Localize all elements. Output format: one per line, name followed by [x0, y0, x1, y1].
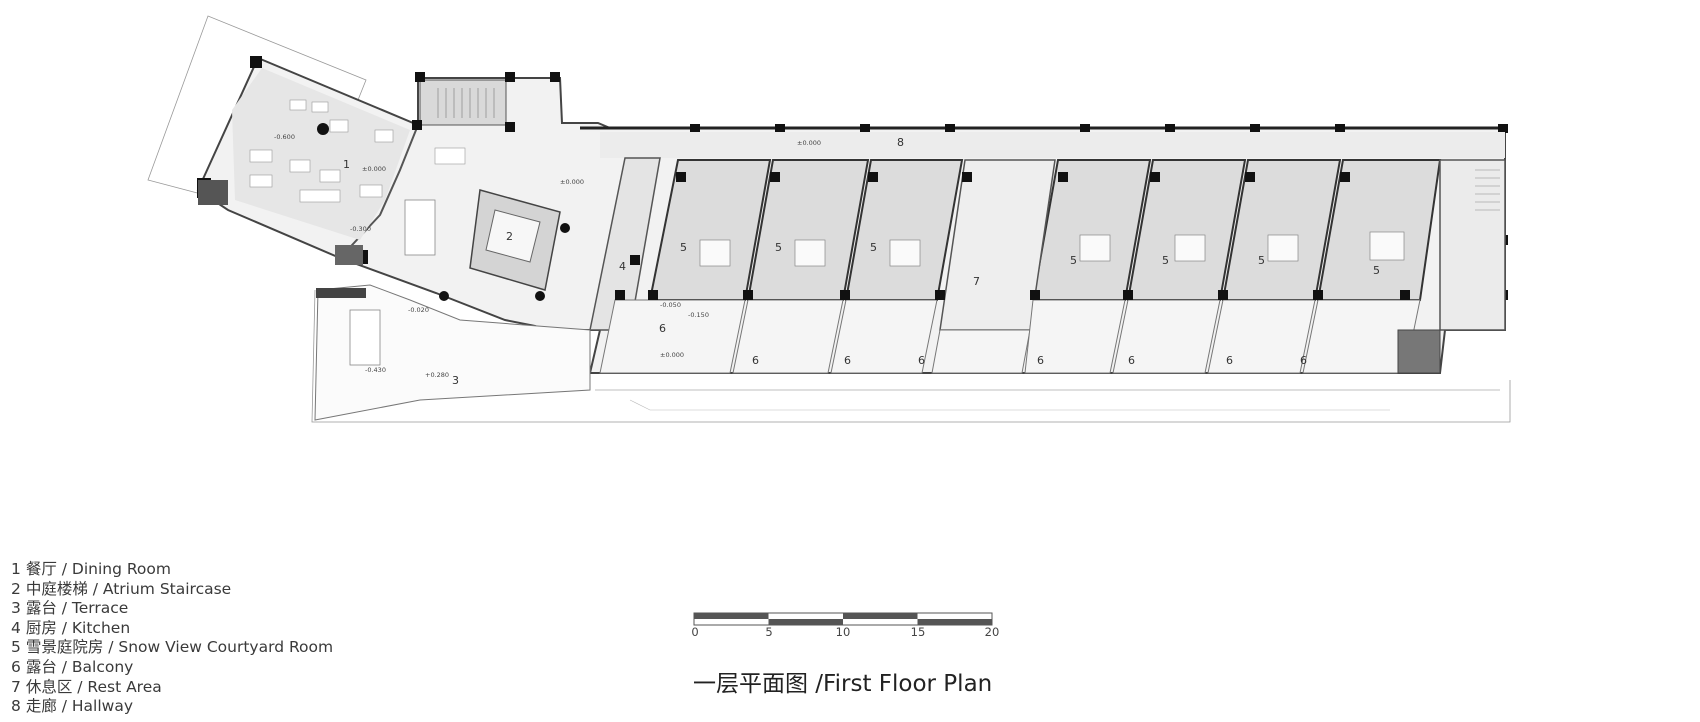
scale-bar: 0 5 10 15 20	[691, 611, 999, 641]
terrace	[314, 284, 591, 421]
stair-block	[419, 79, 507, 126]
balcony-4	[931, 329, 1031, 374]
room-tag-5d: 5	[1070, 254, 1077, 267]
central-table	[404, 199, 436, 256]
room-tag-6f: 6	[1128, 354, 1135, 367]
scale-tick-0: 0	[691, 625, 699, 639]
room-tag-6h: 6	[1300, 354, 1307, 367]
legend-item-7: 7 休息区 / Rest Area	[11, 677, 162, 696]
room-tag-6g: 6	[1226, 354, 1233, 367]
room-tag-4: 4	[619, 260, 626, 273]
room-tag-6b: 6	[752, 354, 759, 367]
room-tag-2: 2	[506, 230, 513, 243]
level-mark-8: -0.050	[660, 301, 681, 309]
terrace-band	[316, 288, 366, 298]
wall-stub-sw	[335, 245, 363, 265]
scale-tick-15: 15	[910, 625, 926, 639]
level-mark-2: ±0.000	[362, 165, 386, 173]
balcony-1	[599, 299, 746, 374]
wall-stub-w	[198, 180, 228, 205]
level-mark-7: +0.280	[425, 371, 449, 379]
room-tag-5e: 5	[1162, 254, 1169, 267]
balcony-3	[830, 299, 938, 374]
room-tag-6d: 6	[918, 354, 925, 367]
room-tag-5g: 5	[1373, 264, 1380, 277]
room-legend: 1 餐厅 / Dining Room 2 中庭楼梯 / Atrium Stair…	[11, 560, 333, 717]
legend-item-8: 8 走廊 / Hallway	[11, 697, 134, 716]
room-tag-5b: 5	[775, 241, 782, 254]
hallway-strip	[600, 132, 1505, 158]
level-mark-9: -0.150	[688, 311, 709, 319]
room-tag-5c: 5	[870, 241, 877, 254]
level-mark-5: -0.020	[408, 306, 429, 314]
room-tag-7: 7	[973, 275, 980, 288]
room-tag-6e: 6	[1037, 354, 1044, 367]
terrace-table	[349, 309, 381, 366]
scale-tick-5: 5	[765, 625, 773, 639]
legend-item-2: 2 中庭楼梯 / Atrium Staircase	[11, 579, 232, 598]
level-mark-10: ±0.000	[660, 351, 684, 359]
site-outline-south	[311, 289, 1511, 423]
legend-item-1: 1 餐厅 / Dining Room	[11, 560, 171, 578]
balcony-6	[1112, 299, 1221, 374]
level-mark-3: -0.300	[350, 225, 371, 233]
east-deck	[1397, 329, 1441, 374]
legend-item-3: 3 露台 / Terrace	[11, 599, 129, 618]
scale-tick-10: 10	[835, 625, 851, 639]
legend-item-4: 4 厨房 / Kitchen	[11, 618, 131, 637]
plan-title: 一层平面图 /First Floor Plan	[693, 671, 993, 697]
site-edge-south-2	[629, 399, 1390, 411]
room-tag-3: 3	[452, 374, 459, 387]
level-mark-4: ±0.000	[560, 178, 584, 186]
balcony-2	[732, 299, 844, 374]
balcony-5	[1024, 299, 1126, 374]
atrium-void	[485, 209, 541, 263]
room-tag-6c: 6	[844, 354, 851, 367]
balcony-7	[1207, 299, 1316, 374]
level-mark-11: ±0.000	[797, 139, 821, 147]
level-mark-1: -0.600	[274, 133, 295, 141]
room-tag-5a: 5	[680, 241, 687, 254]
east-service	[1439, 159, 1506, 331]
legend-item-5: 5 雪景庭院房 / Snow View Courtyard Room	[11, 638, 334, 657]
scale-bar-graphic	[693, 612, 993, 626]
floor-plan-drawing: 1 2 3 4 5 5 5 5 5 5 5 6 6 6 6 6 6 6 6 7 …	[147, 15, 1511, 423]
room-tag-5f: 5	[1258, 254, 1265, 267]
level-mark-6: -0.430	[365, 366, 386, 374]
room-tag-1: 1	[343, 158, 350, 171]
room-tag-6a: 6	[659, 322, 666, 335]
room-tag-8: 8	[897, 136, 904, 149]
scale-tick-20: 20	[984, 625, 1000, 639]
legend-item-6: 6 露台 / Balcony	[11, 657, 134, 676]
